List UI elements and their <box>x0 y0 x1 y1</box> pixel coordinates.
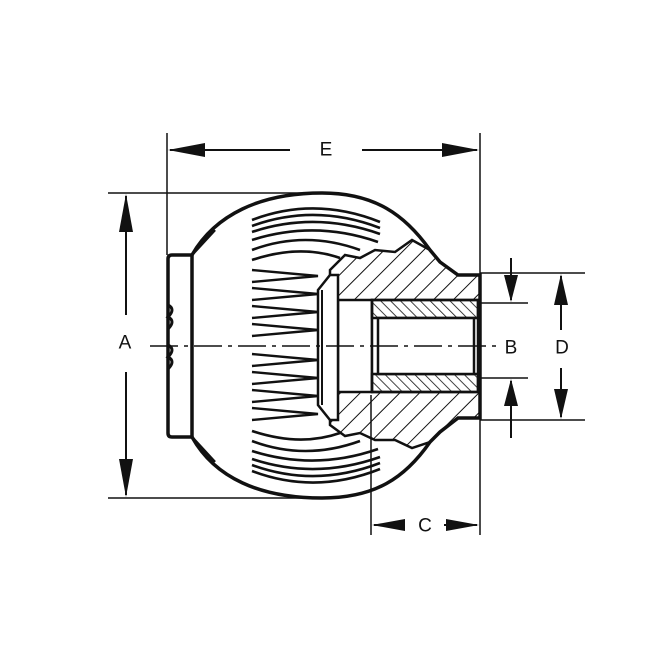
knurling-top <box>251 207 381 262</box>
dimension-d <box>480 272 585 421</box>
dimension-label-c: C <box>415 516 435 536</box>
dimension-c <box>370 395 481 535</box>
dimension-b <box>480 258 528 438</box>
dimension-a <box>108 192 325 499</box>
dimension-label-a: A <box>115 333 135 353</box>
dimension-label-b: B <box>504 337 518 359</box>
dimension-label-d: D <box>552 338 572 358</box>
dimension-e <box>166 133 481 275</box>
knurling-bottom <box>251 429 381 484</box>
dimension-label-e: E <box>316 140 336 160</box>
knurling-teeth <box>251 268 319 422</box>
